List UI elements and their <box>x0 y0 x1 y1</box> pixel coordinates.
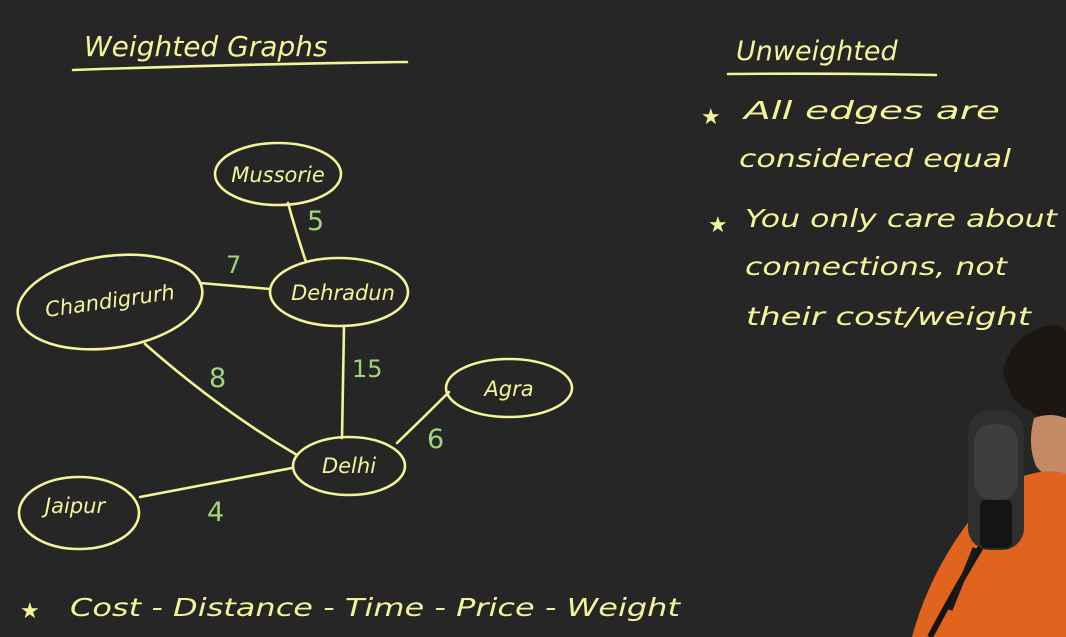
edge-dehradun-delhi <box>340 324 346 440</box>
node-dehradun: Dehradun <box>268 256 410 328</box>
star-icon: ★ <box>20 599 40 624</box>
page-title: Weighted Graphs <box>84 30 328 63</box>
mic-grille <box>974 424 1018 500</box>
node-delhi-label: Delhi <box>322 454 376 478</box>
weight-delhi-jaipur: 4 <box>207 497 224 528</box>
node-chandigarh-label: Chandigrurh <box>44 280 177 322</box>
node-jaipur-label: Jaipur <box>41 494 107 518</box>
bottom-note: Cost - Distance - Time - Price - Weight <box>70 593 682 622</box>
node-jaipur: Jaipur <box>17 475 141 551</box>
node-dehradun-label: Dehradun <box>291 281 395 305</box>
edge-mussoorie-dehradun <box>286 201 308 264</box>
presenter-face <box>1030 415 1066 478</box>
star-icon: ★ <box>701 105 721 130</box>
edge-delhi-jaipur <box>138 466 294 499</box>
node-agra: Agra <box>444 357 574 419</box>
node-chandigarh: Chandigrurh <box>16 253 204 351</box>
mic-arm <box>947 547 978 611</box>
presenter-hair <box>1003 325 1066 428</box>
weight-mussoorie-dehradun: 5 <box>307 206 324 237</box>
unweighted-bullet2-line1: You only care about <box>745 204 1059 233</box>
unweighted-bullet1-line2: considered equal <box>739 144 1011 173</box>
weight-chandigarh-delhi: 8 <box>209 363 226 394</box>
edge-delhi-agra <box>395 390 451 445</box>
node-mussoorie: Mussorie <box>213 141 343 207</box>
star-icon: ★ <box>708 213 728 238</box>
unweighted-underline <box>726 72 938 77</box>
unweighted-heading: Unweighted <box>736 36 899 67</box>
edge-chandigarh-dehradun <box>198 281 272 291</box>
weight-dehradun-delhi: 15 <box>352 355 383 383</box>
unweighted-bullet2-line3: their cost/weight <box>746 302 1033 331</box>
edge-chandigarh-delhi <box>143 342 299 457</box>
weight-chandigarh-dehradun: 7 <box>226 251 241 279</box>
node-agra-label: Agra <box>482 377 533 401</box>
unweighted-bullet2-line2: connections, not <box>745 252 1009 281</box>
title-underline <box>71 60 409 72</box>
weight-delhi-agra: 6 <box>427 424 444 455</box>
node-mussoorie-label: Mussorie <box>231 163 325 187</box>
presenter-video <box>912 325 1066 637</box>
mic-body <box>980 500 1012 548</box>
node-delhi: Delhi <box>291 435 407 497</box>
unweighted-bullet1-line1: All edges are <box>741 96 1000 125</box>
